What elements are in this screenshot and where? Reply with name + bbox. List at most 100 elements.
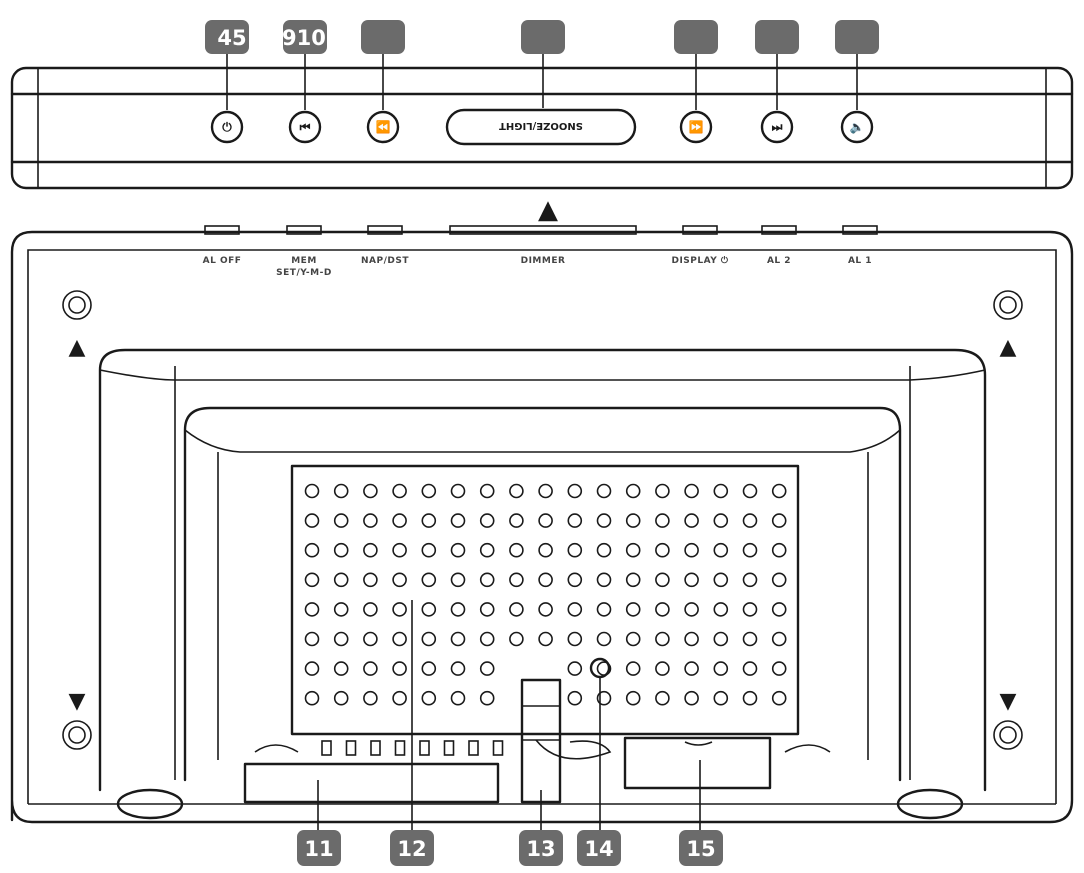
grille-hole xyxy=(655,513,670,528)
label-set-ymd: SET/Y-M-D xyxy=(276,268,332,278)
grille-hole xyxy=(333,631,349,647)
battery-compartment xyxy=(623,736,772,790)
grille-hole xyxy=(567,631,583,647)
callout-top-2: 5 xyxy=(232,20,327,54)
cable-clip xyxy=(520,678,562,804)
grille-hole xyxy=(479,483,495,499)
callout-top-7 xyxy=(755,20,799,54)
recess-outer xyxy=(98,348,987,792)
connector-slot xyxy=(492,740,504,756)
grille-hole xyxy=(655,690,670,706)
grille-hole xyxy=(363,631,378,647)
callout-13: 13 xyxy=(519,830,563,866)
grille-hole xyxy=(596,572,612,588)
grille-hole xyxy=(596,690,612,706)
grille-hole xyxy=(625,631,641,647)
top-view: ⏻ ⏮ ⏪ SNOOZE/LIGHT ⏩ ⏭ 🔈 4 xyxy=(10,20,1074,190)
power-button[interactable]: ⏻ xyxy=(210,110,244,144)
grille-hole xyxy=(625,513,641,528)
callout-top-5 xyxy=(521,20,565,54)
grille-hole xyxy=(479,661,495,676)
top-view-outline xyxy=(10,66,1074,190)
grille-hole xyxy=(713,572,729,588)
grille-hole xyxy=(421,690,437,706)
callout-top-3: 9107 xyxy=(282,26,340,50)
connector-slot xyxy=(443,740,455,756)
grille-hole xyxy=(479,572,495,588)
grille-hole xyxy=(742,631,758,647)
grille-hole xyxy=(742,483,758,499)
fast-forward-button[interactable]: ⏩ xyxy=(679,110,713,144)
grille-hole xyxy=(625,572,641,588)
skip-forward-button[interactable]: ⏭ xyxy=(760,110,794,144)
grille-hole xyxy=(421,542,437,558)
grille-hole xyxy=(392,542,407,558)
grille-hole xyxy=(450,542,466,558)
arrow-down-right-icon: ▼ xyxy=(1000,689,1017,714)
grille-hole xyxy=(333,483,349,499)
grille-hole xyxy=(392,631,407,647)
bump-al1 xyxy=(842,225,878,235)
skip-back-icon: ⏮ xyxy=(300,120,311,134)
rewind-button[interactable]: ⏪ xyxy=(366,110,400,144)
grille-hole xyxy=(363,602,378,617)
bump-al-off xyxy=(204,225,240,235)
fast-forward-icon: ⏩ xyxy=(689,120,704,134)
grille-hole xyxy=(625,483,641,499)
grille-hole xyxy=(684,542,699,558)
grille-hole xyxy=(363,572,378,588)
mount-hole-bottom-right xyxy=(993,720,1023,750)
grille-hole xyxy=(713,602,729,617)
grille-hole xyxy=(363,661,378,676)
grille-hole xyxy=(363,542,378,558)
grille-hole xyxy=(304,542,320,558)
label-display: DISPLAY ⏻ xyxy=(671,255,728,266)
callout-top-8 xyxy=(835,20,879,54)
label-al2: AL 2 xyxy=(767,256,791,266)
connector-slot xyxy=(419,740,430,756)
grille-hole xyxy=(509,542,524,558)
grille-hole xyxy=(363,483,378,499)
view-direction-arrow-icon: ▲ xyxy=(538,195,558,225)
volume-button[interactable]: 🔈 xyxy=(840,110,874,144)
grille-hole xyxy=(655,542,670,558)
snooze-light-bar[interactable]: SNOOZE/LIGHT xyxy=(445,108,637,146)
grille-hole xyxy=(771,513,787,528)
connector-slot xyxy=(345,740,357,756)
grille-hole xyxy=(713,661,729,676)
bump-mem xyxy=(286,225,322,235)
skip-back-button[interactable]: ⏮ xyxy=(288,110,322,144)
grille-hole xyxy=(684,631,699,647)
rewind-icon: ⏪ xyxy=(376,120,391,134)
svg-text:5: 5 xyxy=(232,26,247,50)
grille-hole xyxy=(655,483,670,499)
label-al-off: AL OFF xyxy=(203,256,242,266)
bump-dimmer xyxy=(449,225,637,235)
svg-text:14: 14 xyxy=(584,837,613,861)
grille-hole xyxy=(567,513,583,528)
connector-slots xyxy=(321,740,504,756)
grille-hole xyxy=(450,661,466,676)
grille-hole xyxy=(333,690,349,706)
grille-hole xyxy=(596,513,612,528)
arrow-down-left-icon: ▼ xyxy=(69,689,86,714)
grille-hole xyxy=(567,483,583,499)
grille-hole xyxy=(392,572,407,588)
grille-hole xyxy=(684,483,699,499)
grille-hole xyxy=(392,690,407,706)
connector-panel xyxy=(243,762,500,804)
grille-hole xyxy=(333,602,349,617)
grille-hole xyxy=(479,602,495,617)
grille-hole xyxy=(538,513,553,528)
grille-hole xyxy=(625,542,641,558)
back-view: AL OFF MEM SET/Y-M-D NAP/DST DIMMER DISP… xyxy=(10,225,1074,866)
grille-hole xyxy=(363,690,378,706)
svg-text:13: 13 xyxy=(526,837,555,861)
grille-hole xyxy=(684,513,699,528)
callout-15: 15 xyxy=(679,830,723,866)
callout-11: 11 xyxy=(297,830,341,866)
grille-hole xyxy=(655,661,670,676)
grille-hole xyxy=(304,513,320,528)
svg-text:9107: 9107 xyxy=(282,26,340,50)
